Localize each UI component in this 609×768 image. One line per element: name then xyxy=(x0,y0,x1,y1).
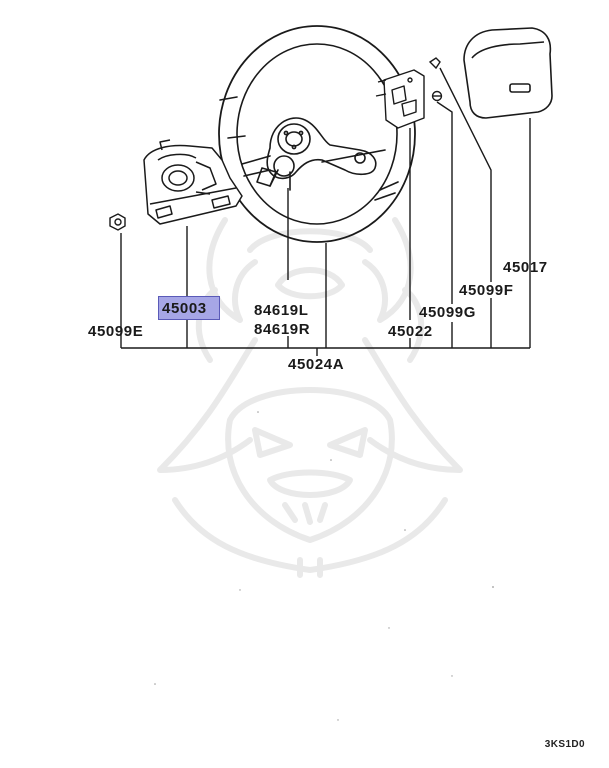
part-label-45099G[interactable]: 45099G xyxy=(419,304,476,321)
part-label-84619L[interactable]: 84619L xyxy=(254,302,309,319)
screw-drawing xyxy=(428,57,443,102)
watermark-logo xyxy=(157,217,463,578)
scan-specks xyxy=(154,411,494,721)
part-label-84619R[interactable]: 84619R xyxy=(254,321,311,338)
part-label-45003[interactable]: 45003 xyxy=(162,300,207,317)
highlighted-part-box xyxy=(158,296,220,320)
part-label-45099E[interactable]: 45099E xyxy=(88,323,144,340)
nut-drawing xyxy=(109,213,126,231)
column-cover-drawing xyxy=(143,139,243,225)
diagram-code: 3KS1D0 xyxy=(544,739,585,750)
part-label-45099F[interactable]: 45099F xyxy=(459,282,514,299)
bracket-drawing xyxy=(375,69,425,129)
leader-lines xyxy=(120,67,531,356)
part-label-45024A[interactable]: 45024A xyxy=(288,356,345,373)
steering-wheel-drawing xyxy=(218,25,416,243)
part-label-45017[interactable]: 45017 xyxy=(503,259,548,276)
horn-pad-drawing xyxy=(463,27,553,119)
part-label-45022[interactable]: 45022 xyxy=(388,323,433,340)
